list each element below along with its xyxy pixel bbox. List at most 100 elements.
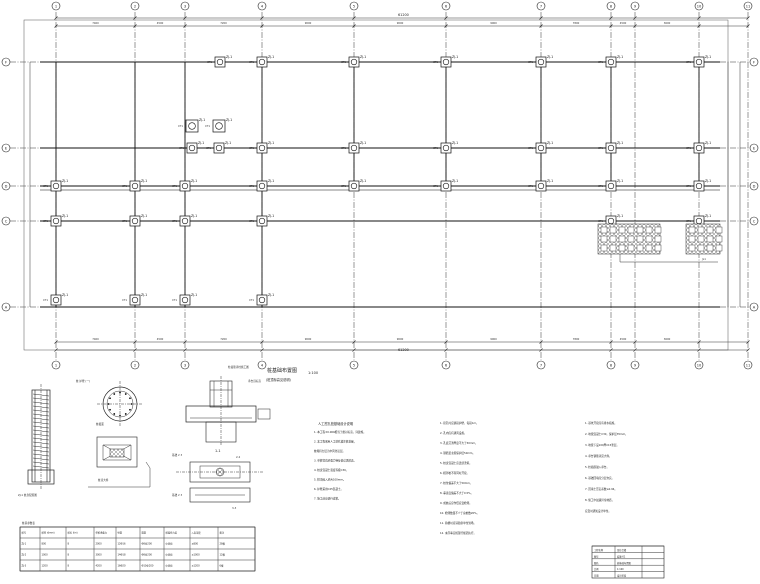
pile-label: ZJ-1: [617, 55, 623, 59]
cap-label: CT1: [249, 298, 254, 302]
pile-cap: [50, 294, 62, 306]
pile-cap: [256, 142, 268, 154]
cap-detail-title: 1-1: [215, 449, 221, 453]
table-header: 纵筋: [118, 531, 123, 535]
pile-caps: ZJ-1CT1ZJ-1CT1ZJ-1CT1ZJ-1CT1ZJ-1CT1ZJ-1C…: [43, 55, 711, 306]
pile-detail-label: 桩顶大样: [98, 478, 109, 482]
total-dimension-bottom: 61200: [398, 348, 409, 352]
svg-text:承台顶标高: 承台顶标高: [248, 379, 261, 383]
axis-label: 2: [134, 4, 136, 8]
note-line: 7. 回填土压实系数≥0.94。: [585, 487, 617, 491]
pile-cap: [348, 56, 360, 68]
cap-label: CT1: [598, 146, 603, 150]
table-cell: 8: [68, 543, 70, 546]
axis-label: 1: [55, 4, 57, 8]
pile-cap: [605, 180, 617, 192]
axis-label: 3: [184, 363, 186, 367]
cap-label: CT1: [43, 298, 48, 302]
table-cell: Φ8@200: [142, 554, 153, 557]
pile-circle: [258, 182, 266, 190]
pile-cap: [50, 215, 62, 227]
cap-label: CT1: [528, 146, 533, 150]
bay-dimension: 9000: [490, 21, 497, 25]
table-header: 入岩深度: [192, 531, 202, 535]
pile-circle: [695, 182, 703, 190]
note-line: 4. 桩身混凝土强度等级C30。: [314, 468, 348, 472]
axis-bubble: [749, 302, 759, 312]
title-block-cell: 图名: [594, 561, 599, 565]
axis-bubble: [749, 181, 759, 191]
cap-label: CT1: [341, 184, 346, 188]
cap-label: CT1: [341, 60, 346, 64]
pile-label: ZJ-1: [141, 214, 147, 218]
cap-label: CT1: [249, 60, 254, 64]
foundation-plan: 7400740045004500720072009000900090009000…: [1, 1, 759, 382]
pile-circle: [131, 217, 139, 225]
axis-label: F: [5, 60, 7, 64]
axis-bubble: [349, 1, 359, 11]
bay-dimension: 9000: [305, 337, 312, 341]
axis-label: A: [753, 305, 756, 309]
pile-label: ZJ-1: [198, 141, 204, 145]
pile-circle: [537, 182, 545, 190]
pile-cap: [256, 180, 268, 192]
pile-circle: [181, 182, 189, 190]
pile-label: ZJ-1: [452, 179, 458, 183]
pile-label: ZJ-1: [705, 214, 711, 218]
bay-dimension: 9000: [490, 337, 497, 341]
pile-circle: [188, 144, 196, 152]
table-cell: 12Φ16: [118, 543, 126, 546]
axis-label: C: [5, 219, 8, 223]
axis-bubble: [349, 360, 359, 370]
table-header: 桩端持力层: [166, 531, 178, 535]
note-line: 4. 承台钢筋详见大样。: [585, 454, 612, 458]
pile-circle: [350, 144, 358, 152]
pile-circle: [52, 296, 60, 304]
cap-label: CT1: [43, 219, 48, 223]
cap-label: CT1: [598, 184, 603, 188]
table-header: 桩号: [22, 531, 27, 535]
table-cell: 8: [68, 565, 70, 568]
title-block-cell: 工程名称: [594, 548, 604, 552]
pile-circle: [695, 144, 703, 152]
bay-dimension: 9000: [397, 21, 404, 25]
pile-cap: [440, 180, 452, 192]
table-cell: ZJ-1: [22, 543, 27, 546]
axis-bubble: [694, 1, 704, 11]
bay-dimension: 7400: [92, 337, 99, 341]
pile-circle: [181, 296, 189, 304]
table-header: 备注: [220, 531, 225, 535]
pile-cap: [256, 215, 268, 227]
axis-label: E: [753, 146, 756, 150]
note-line: 4. 钢筋笼主筋保护层50mm。: [440, 451, 475, 455]
axis-bubble: [606, 1, 616, 11]
pile-cap: [129, 215, 141, 227]
axis-label: E: [5, 146, 8, 150]
bay-dimension: 7200: [220, 337, 227, 341]
cap-label: CT1: [172, 184, 177, 188]
cap-label: CT1: [172, 298, 177, 302]
pile-label: ZJ-1: [360, 179, 366, 183]
cap-label: CT1: [122, 219, 127, 223]
note-line: 2. 孔内应有通风设施。: [440, 431, 467, 435]
title-block-cell: 1:100: [617, 568, 624, 571]
pile-label: ZJ-1: [141, 179, 147, 183]
axis-label: 10: [697, 363, 702, 367]
pile-cap: [212, 119, 226, 133]
table-header: 箍筋: [142, 531, 147, 535]
axis-bubble: [606, 360, 616, 370]
note-line: 3. 单桩竖向承载力特征值详见桩表。: [314, 459, 356, 463]
pile-label: ZJ-1: [199, 118, 205, 122]
pile-label: ZJ-1: [268, 141, 274, 145]
axis-bubble: [130, 360, 140, 370]
pile-label: ZJ-1: [226, 55, 232, 59]
pile-cap: [256, 294, 268, 306]
cap-label: CT1: [686, 146, 691, 150]
axis-label: 5: [353, 4, 355, 8]
plan-subtitle: (桩顶标高见说明): [266, 377, 291, 382]
title-block-cell: 结施-01: [617, 554, 626, 558]
pile-cap: [693, 142, 705, 154]
pile-circle: [52, 182, 60, 190]
note-line: 6. 相邻桩不得同时开挖。: [440, 471, 469, 475]
